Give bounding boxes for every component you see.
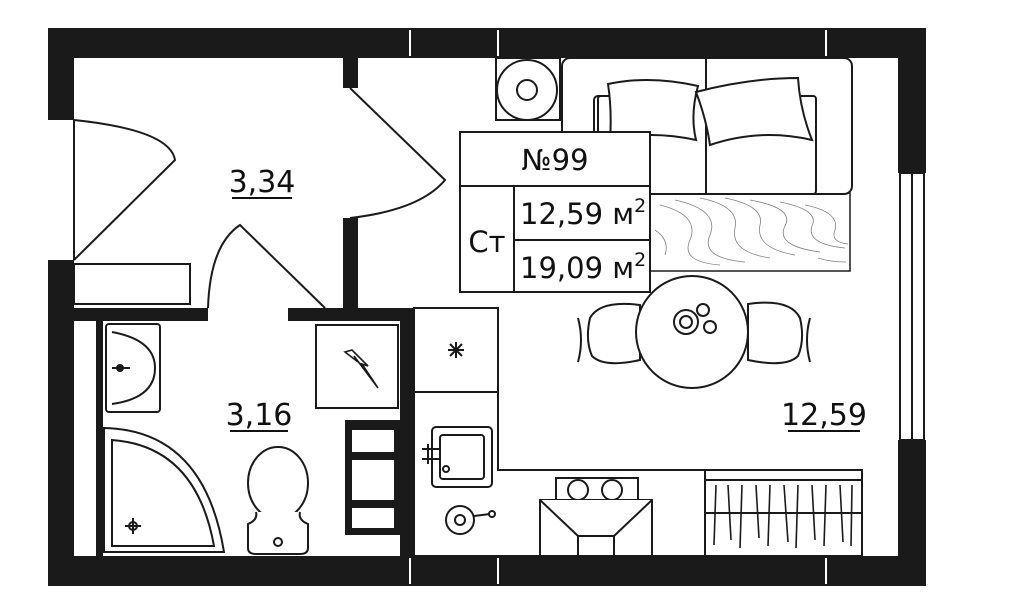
total-area-value: 19,09 м2	[520, 249, 646, 285]
room-bathroom-label: 3,16	[226, 398, 293, 433]
apartment-type: Ст	[468, 225, 505, 259]
kitchen	[413, 307, 863, 557]
room-living-label: 12,59	[781, 398, 867, 433]
electric-panel	[315, 324, 399, 409]
walls	[48, 28, 926, 586]
window-markers	[409, 30, 827, 584]
dining-set	[577, 275, 811, 389]
chair	[586, 302, 641, 365]
floor-lamp	[495, 57, 561, 121]
apartment-number: №99	[521, 143, 588, 177]
snowflake-icon	[448, 342, 464, 358]
entrance-door	[73, 119, 177, 261]
info-table	[459, 131, 651, 293]
wardrobe-hangers	[713, 484, 853, 549]
svg-text:3,34: 3,34	[229, 165, 296, 200]
toilet	[247, 446, 309, 555]
pillow	[606, 79, 700, 142]
washbasin	[105, 323, 161, 413]
ventilation-shaft	[345, 420, 400, 535]
bathroom-door	[207, 223, 326, 309]
lightning-icon	[343, 349, 379, 389]
svg-text:3,16: 3,16	[226, 398, 293, 433]
shower-tray	[103, 426, 226, 553]
living-area-value: 12,59 м2	[520, 195, 646, 231]
rug	[649, 192, 851, 272]
hall-shelf	[73, 263, 191, 305]
room-hall-label: 3,34	[229, 165, 296, 200]
chair	[747, 301, 804, 365]
pillow	[694, 76, 814, 147]
living-door	[349, 87, 447, 219]
svg-text:12,59: 12,59	[781, 398, 867, 433]
right-window	[899, 172, 925, 441]
